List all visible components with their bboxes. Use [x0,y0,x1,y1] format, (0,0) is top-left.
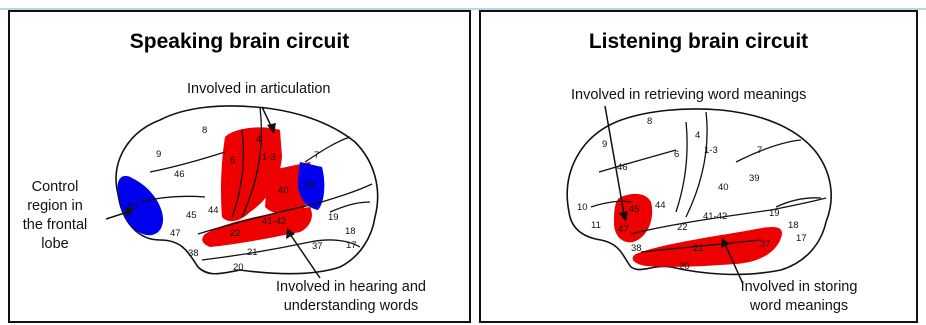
parietal-sulcus [735,139,802,163]
area-46-number: 46 [174,169,185,180]
area-9-number: 9 [602,139,607,150]
area-22-number: 22 [230,228,241,239]
frontal-sulcus [149,151,226,173]
area-7-number: 7 [757,145,762,156]
storing-label-line-2: word meanings [749,298,849,314]
frontal-retrieval-region [613,193,653,243]
listening-circuit-panel: 8 9 46 6 4 1-3 7 39 40 10 11 45 44 47 22… [479,10,918,323]
area-39-number: 39 [304,180,315,191]
listening-title: Listening brain circuit [588,30,809,53]
area-40-number: 40 [718,182,729,193]
frontal-control-region [117,175,164,236]
sylvian-fissure [630,197,827,235]
control-region-label: Control region in the frontal lobe [12,178,98,254]
area-41-42-number: 41-42 [703,211,727,222]
superior-temporal-sulcus [201,239,361,261]
motor-region [221,127,282,222]
area-8-number: 8 [647,116,652,127]
area-37-number: 37 [312,241,323,252]
area-1-3-number: 1-3 [704,145,718,156]
control-label-line-1: Control [31,179,79,195]
control-label-line-4: lobe [41,236,69,252]
area-21-number: 21 [693,243,704,254]
area-20-number: 20 [679,261,690,272]
frontal-sulcus-2 [590,200,632,208]
control-label-line-2: region in [27,198,83,214]
retrieving-label: Involved in retrieving word meanings [571,87,807,103]
area-4-number: 4 [695,130,700,141]
area-21-number: 21 [247,247,258,258]
area-22-number: 22 [677,222,688,233]
temporal-hearing-region [202,207,312,247]
parietal-sulcus [304,136,351,163]
top-divider-line [0,8,926,10]
area-40-number: 40 [278,185,289,196]
area-44-number: 44 [208,205,219,216]
area-38-number: 38 [631,243,642,254]
retrieving-arrow [604,105,625,215]
storing-label-line-1: Involved in storing [740,279,858,295]
hearing-arrow [289,233,321,279]
area-38-number: 38 [188,248,199,259]
temporal-storage-region [632,227,782,267]
area-47-number: 47 [170,228,181,239]
area-6-number: 6 [674,149,679,160]
speaking-circuit-panel: 8 9 46 4 6 1-3 7 40 39 44 45 47 10 22 41… [8,10,471,323]
central-sulcus [685,111,708,218]
area-7-number: 7 [314,150,319,161]
area-17-number: 17 [796,233,807,244]
area-39-number: 39 [749,173,760,184]
superior-temporal-sulcus [640,239,762,253]
area-10-number: 10 [127,201,138,212]
area-10-number: 10 [577,202,588,213]
control-label-line-3: the frontal [22,217,88,233]
occipital-sulcus [329,201,371,213]
area-37-number: 37 [760,239,771,250]
control-arrowhead [125,207,134,217]
sylvian-fissure [197,183,373,235]
control-arrow [105,211,129,220]
precentral-sulcus [231,129,245,218]
precentral-sulcus [675,121,688,213]
speaking-title: Speaking brain circuit [129,30,350,53]
area-47-number: 47 [618,224,629,235]
articulation-label: Involved in articulation [187,81,331,97]
frontal-sulcus [598,149,677,173]
area-18-number: 18 [788,220,799,231]
area-45-number: 45 [629,204,640,215]
area-19-number: 19 [328,212,339,223]
area-6-number: 6 [230,155,235,166]
retrieving-arrowhead [619,211,628,222]
central-sulcus [241,106,263,218]
area-41-42-number: 41-42 [262,216,286,227]
listening-brain-diagram: 8 9 46 6 4 1-3 7 39 40 10 11 45 44 47 22… [566,105,832,285]
speaking-brain-diagram: 8 9 46 4 6 1-3 7 40 39 44 45 47 10 22 41… [105,105,379,279]
area-8-number: 8 [202,125,207,136]
area-19-number: 19 [769,208,780,219]
hearing-label: Involved in hearing and understanding wo… [262,278,440,316]
area-11-number: 11 [591,220,601,231]
area-18-number: 18 [345,226,356,237]
hearing-label-line-1: Involved in hearing and [276,279,426,295]
storing-label: Involved in storing word meanings [719,278,879,316]
hearing-label-line-2: understanding words [283,298,419,314]
frontal-sulcus-2 [139,195,206,203]
area-9-number: 9 [156,149,161,160]
area-45-number: 45 [186,210,197,221]
area-44-number: 44 [655,200,666,211]
area-4-number: 4 [256,134,261,145]
area-39-region [298,162,325,210]
articulation-arrowhead [267,123,276,134]
area-20-number: 20 [233,262,244,273]
area-1-3-number: 1-3 [262,152,276,163]
hearing-arrowhead [286,228,295,239]
storing-arrowhead [721,238,730,248]
area-46-number: 46 [617,162,628,173]
occipital-sulcus [775,197,822,208]
area-17-number: 17 [346,240,357,251]
storing-arrow [724,243,744,285]
